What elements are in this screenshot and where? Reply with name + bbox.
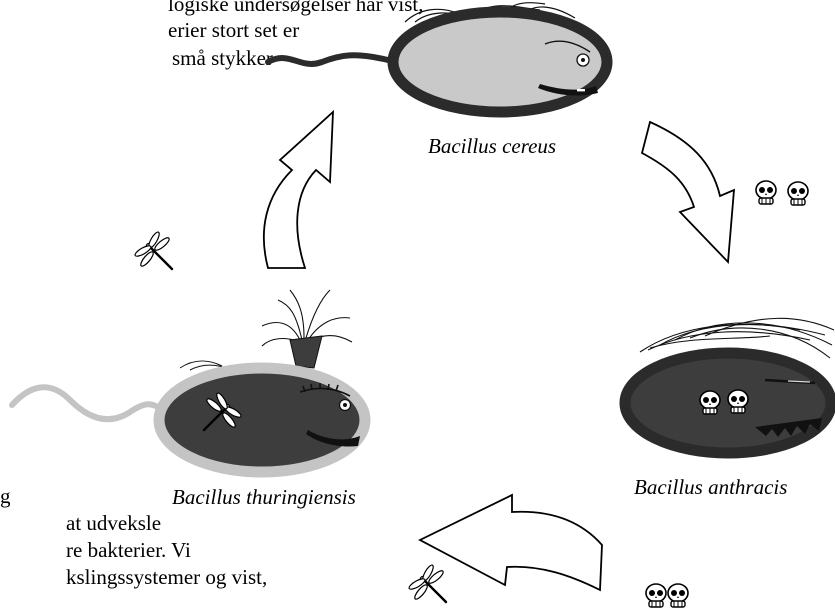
skull-icon bbox=[756, 181, 776, 204]
dragonfly-icon bbox=[408, 564, 446, 602]
dragonfly-icon bbox=[134, 231, 172, 269]
flagellum bbox=[268, 55, 388, 64]
cycle-arrow-up bbox=[264, 112, 333, 268]
bacillus-anthracis-cell bbox=[625, 318, 834, 453]
caption-thuringiensis: Bacillus thuringiensis bbox=[172, 485, 356, 509]
skull-icon bbox=[788, 182, 808, 205]
bacillus-thuringiensis-cell bbox=[12, 290, 365, 472]
skull-icon bbox=[668, 584, 688, 607]
flagellum bbox=[12, 387, 162, 419]
caption-anthracis: Bacillus anthracis bbox=[634, 475, 787, 499]
cycle-arrow-left bbox=[420, 495, 602, 590]
cycle-arrow-down-right bbox=[642, 122, 734, 262]
skull-icon bbox=[646, 584, 666, 607]
caption-cereus: Bacillus cereus bbox=[428, 134, 556, 158]
bacillus-cereus-cell bbox=[268, 3, 607, 112]
